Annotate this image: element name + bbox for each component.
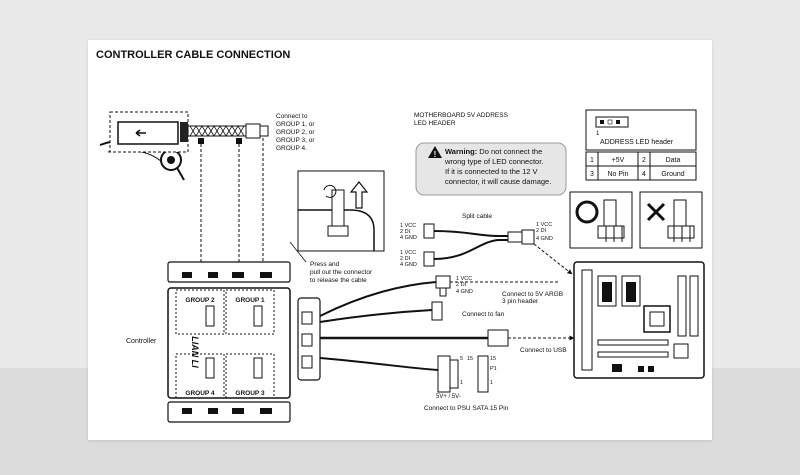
controller-label: Controller — [126, 338, 157, 345]
svg-text:GROUP 1, or: GROUP 1, or — [276, 121, 315, 128]
group-1-label: GROUP 1 — [235, 297, 265, 304]
connect-to-group-note: Connect to GROUP 1, or GROUP 2, or GROUP… — [276, 113, 315, 152]
svg-text:Connect to 5V ARGB: Connect to 5V ARGB — [502, 291, 563, 298]
controller-top-strip — [167, 261, 291, 283]
connect-argb-note: Connect to 5V ARGB 3 pin header — [502, 291, 563, 305]
usb-cable — [320, 329, 575, 347]
svg-text:2 DI: 2 DI — [400, 256, 411, 262]
incorrect-connection-illustration — [639, 191, 703, 249]
svg-text:2 DI: 2 DI — [456, 282, 467, 288]
fan-cable — [319, 301, 443, 323]
braided-cable — [187, 123, 269, 144]
motherboard — [573, 261, 705, 379]
warning-text-2: wrong type of LED connector. — [444, 157, 543, 166]
connect-fan-label: Connect to fan — [462, 311, 505, 318]
pin-table-cell: +5V — [612, 157, 625, 164]
svg-text:5: 5 — [460, 356, 463, 362]
argb-cable — [319, 275, 558, 317]
svg-text:2 DI: 2 DI — [536, 228, 547, 234]
group-2-label: GROUP 2 — [185, 297, 215, 304]
wrong-icon — [646, 202, 666, 222]
svg-text:GROUP 3, or: GROUP 3, or — [276, 137, 315, 144]
pin-table-cell: Data — [666, 157, 681, 164]
split-cable-pins: 1 VCC 2 DI 4 GND 1 VCC 2 DI 4 GND 1 VCC … — [400, 222, 553, 268]
svg-text:1: 1 — [490, 380, 493, 386]
warning-text-1: Warning: Do not connect the — [445, 147, 542, 156]
pin-table-cell: 1 — [590, 157, 594, 164]
sata-power-label: 5V+ / 5V- — [436, 394, 461, 400]
svg-text:Press and: Press and — [310, 261, 340, 268]
svg-text:15: 15 — [467, 356, 473, 362]
arrow-icon — [135, 129, 146, 137]
diagram-title: CONTROLLER CABLE CONNECTION — [96, 49, 290, 61]
svg-text:LED HEADER: LED HEADER — [414, 120, 456, 127]
warning-text-4: connector, it will cause damage. — [445, 177, 551, 186]
svg-text:1 VCC: 1 VCC — [456, 276, 472, 282]
controller-body — [167, 287, 291, 399]
group-4-label: GROUP 4 — [185, 390, 215, 397]
press-pull-note: Press and pull out the connector to rele… — [310, 261, 373, 284]
svg-text:3 pin header: 3 pin header — [502, 298, 539, 305]
svg-text:!: ! — [434, 150, 437, 159]
warning-text-3: If it is connected to the 12 V — [445, 167, 538, 176]
svg-text:GROUP 4.: GROUP 4. — [276, 145, 307, 152]
controller: GROUP 2 GROUP 1 GROUP 4 GROUP 3 LIAN LI — [167, 261, 321, 423]
address-led-header-label: ADDRESS LED header — [600, 139, 674, 146]
warning-box: ! Warning: Do not connect the wrong type… — [415, 142, 567, 196]
svg-text:MOTHERBOARD 5V ADDRESS: MOTHERBOARD 5V ADDRESS — [414, 112, 509, 119]
group-3-label: GROUP 3 — [235, 390, 265, 397]
sata-pin-labels: 5 15 15 P1 1 1 — [460, 356, 497, 386]
controller-bottom-strip — [167, 401, 291, 423]
svg-text:pull out the connector: pull out the connector — [310, 269, 373, 276]
split-cable-label: Split cable — [462, 213, 492, 220]
svg-text:15: 15 — [490, 356, 496, 362]
svg-text:GROUP 2, or: GROUP 2, or — [276, 129, 315, 136]
manual-sheet: CONTROLLER CABLE CONNECTION Connect to G… — [88, 40, 712, 440]
warning-icon — [428, 146, 442, 158]
pull-up-arrow-icon — [349, 181, 369, 209]
svg-text:1: 1 — [460, 380, 463, 386]
svg-text:Connect to: Connect to — [276, 113, 308, 120]
controller-brand: LIAN LI — [190, 336, 200, 368]
argb-cable-pins: 1 VCC 2 DI 4 GND — [456, 276, 473, 295]
svg-text:to release the cable: to release the cable — [310, 277, 367, 284]
svg-text:2 DI: 2 DI — [400, 229, 411, 235]
svg-text:4 GND: 4 GND — [400, 235, 417, 241]
sata-cable — [319, 355, 489, 393]
pin-table-cell: 2 — [642, 157, 646, 164]
connect-psu-label: Connect to PSU SATA 15 Pin — [424, 405, 509, 412]
svg-text:4 GND: 4 GND — [400, 262, 417, 268]
motherboard-header-title: MOTHERBOARD 5V ADDRESS LED HEADER — [414, 112, 509, 127]
pin-table: 1 +5V 2 Data 3 No Pin 4 Ground — [585, 151, 697, 181]
svg-text:1 VCC: 1 VCC — [536, 222, 552, 228]
svg-text:P1: P1 — [490, 366, 497, 372]
correct-icon — [575, 200, 599, 224]
pin-table-cell: No Pin — [607, 171, 628, 178]
svg-text:1: 1 — [596, 131, 600, 137]
fan-hub — [99, 111, 189, 181]
split-cable — [423, 223, 535, 267]
pin-table-cell: Ground — [661, 171, 684, 178]
pin-table-cell: 4 — [642, 171, 646, 178]
connect-usb-label: Connect to USB — [520, 347, 567, 354]
release-inset — [297, 170, 385, 252]
svg-text:1 VCC: 1 VCC — [400, 223, 416, 229]
svg-text:4 GND: 4 GND — [456, 289, 473, 295]
address-led-header-box: 1 ADDRESS LED header — [585, 109, 697, 151]
pin-table-cell: 3 — [590, 171, 594, 178]
connection-diagram: CONTROLLER CABLE CONNECTION Connect to G… — [96, 49, 705, 423]
correct-connection-illustration — [569, 191, 633, 249]
svg-text:1 VCC: 1 VCC — [400, 250, 416, 256]
svg-text:4 GND: 4 GND — [536, 236, 553, 242]
